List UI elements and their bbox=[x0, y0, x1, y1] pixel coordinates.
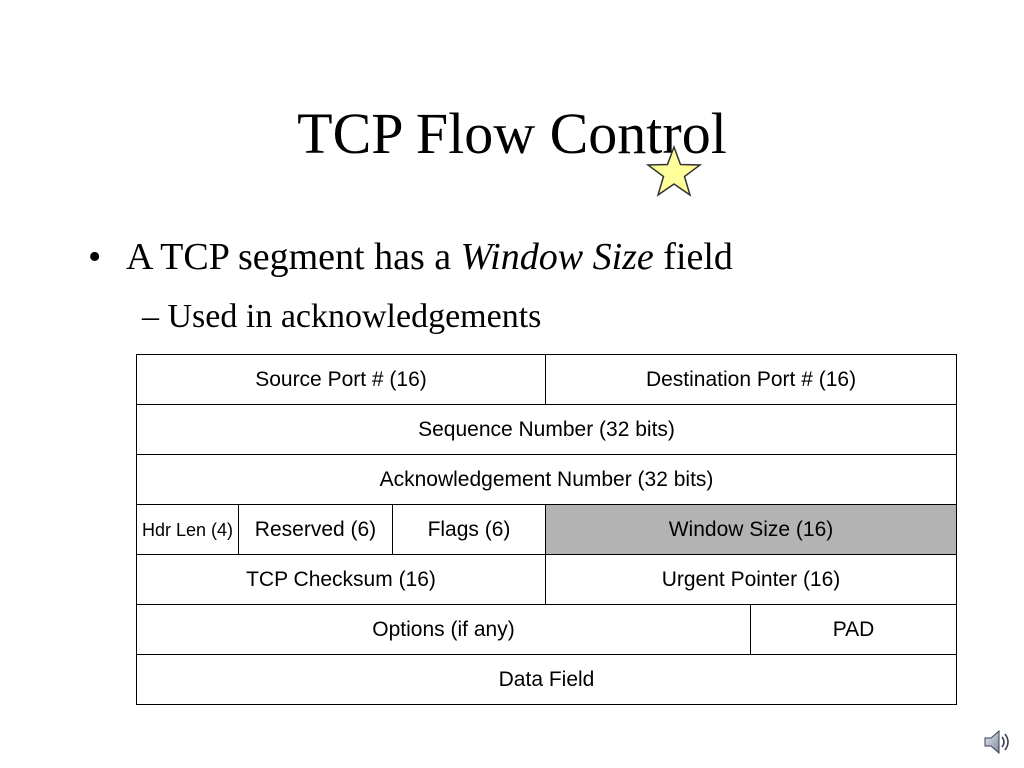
checksum-cell: TCP Checksum (16) bbox=[136, 554, 546, 605]
table-row: Options (if any) PAD bbox=[136, 604, 958, 655]
header-length-cell: Hdr Len (4) bbox=[136, 504, 239, 555]
sub-bullet-acknowledgements: – Used in acknowledgements bbox=[142, 298, 542, 335]
slide-title: TCP Flow Control bbox=[297, 101, 727, 166]
bullet-window-size: • A TCP segment has a Window Size field bbox=[88, 232, 733, 282]
data-field-cell: Data Field bbox=[135, 654, 958, 705]
bullet-1-emphasis: Window Size bbox=[460, 236, 654, 278]
window-size-cell: Window Size (16) bbox=[544, 504, 958, 555]
source-port-cell: Source Port # (16) bbox=[136, 354, 546, 405]
reserved-cell: Reserved (6) bbox=[238, 504, 393, 555]
options-cell: Options (if any) bbox=[136, 604, 751, 655]
table-row: Sequence Number (32 bits) bbox=[135, 404, 958, 455]
table-row: Hdr Len (4) Reserved (6) Flags (6) Windo… bbox=[136, 504, 958, 555]
speaker-icon[interactable] bbox=[982, 726, 1012, 758]
flags-cell: Flags (6) bbox=[392, 504, 546, 555]
urgent-pointer-cell: Urgent Pointer (16) bbox=[544, 554, 958, 605]
star-icon bbox=[645, 145, 703, 197]
table-row: Acknowledgement Number (32 bits) bbox=[135, 454, 958, 505]
table-row: Data Field bbox=[135, 654, 958, 705]
table-row: Source Port # (16) Destination Port # (1… bbox=[136, 354, 958, 405]
acknowledgement-number-cell: Acknowledgement Number (32 bits) bbox=[135, 454, 958, 505]
pad-cell: PAD bbox=[749, 604, 958, 655]
sequence-number-cell: Sequence Number (32 bits) bbox=[135, 404, 958, 455]
table-row: TCP Checksum (16) Urgent Pointer (16) bbox=[136, 554, 958, 605]
tcp-segment-table: Source Port # (16) Destination Port # (1… bbox=[135, 354, 958, 705]
bullet-dot: • bbox=[88, 236, 102, 278]
bullet-1-prefix: A TCP segment has a bbox=[126, 236, 461, 278]
bullet-1-suffix: field bbox=[653, 236, 733, 278]
destination-port-cell: Destination Port # (16) bbox=[544, 354, 958, 405]
